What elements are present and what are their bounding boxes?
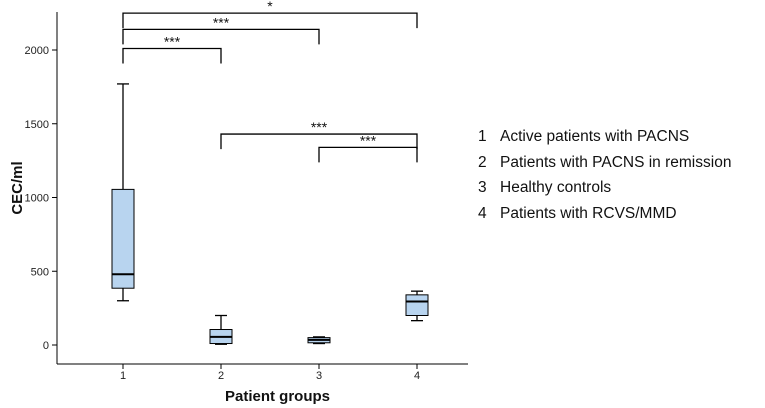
- x-tick-label: 4: [414, 370, 420, 382]
- y-tick-label: 1000: [25, 193, 49, 205]
- significance-label: ***: [311, 119, 328, 135]
- y-tick-label: 2000: [25, 45, 49, 57]
- significance-bracket: [220, 133, 418, 150]
- box-group-1: [111, 188, 135, 289]
- significance-bracket: [318, 146, 418, 163]
- x-tick-label: 3: [316, 370, 322, 382]
- significance-bracket: [122, 47, 222, 64]
- significance-bracket: [122, 12, 418, 29]
- significance-label: ***: [213, 14, 230, 30]
- significance-label: *: [267, 0, 273, 14]
- x-axis-label: Patient groups: [225, 388, 330, 405]
- y-axis-label: CEC/ml: [9, 161, 26, 214]
- y-tick-label: 0: [43, 340, 49, 352]
- y-tick-label: 500: [31, 266, 49, 278]
- box-group-4: [405, 294, 429, 317]
- x-tick-label: 1: [120, 370, 126, 382]
- significance-label: ***: [164, 34, 181, 50]
- significance-label: ***: [360, 132, 377, 148]
- significance-bracket: [122, 28, 320, 45]
- x-tick-label: 2: [218, 370, 224, 382]
- y-tick-label: 1500: [25, 119, 49, 131]
